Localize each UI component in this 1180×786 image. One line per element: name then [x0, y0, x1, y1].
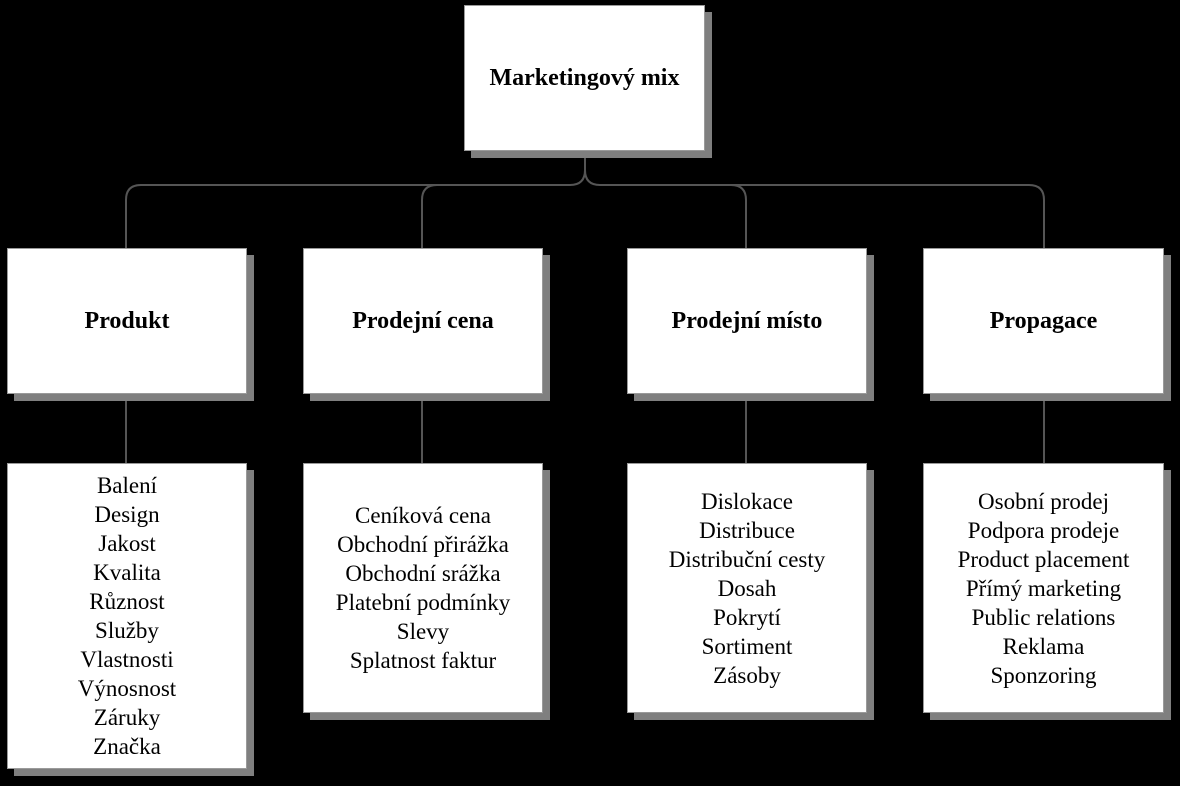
- list-item: Zásoby: [713, 662, 781, 688]
- list-item: Distribuční cesty: [668, 546, 826, 572]
- list-item: Sponzoring: [990, 662, 1097, 688]
- list-item: Balení: [96, 473, 158, 498]
- list-item: Jakost: [98, 531, 156, 556]
- category-label: Propagace: [989, 307, 1098, 334]
- list-item: Product placement: [957, 546, 1130, 572]
- item-list-prodejni-cena: Ceníková cena Obchodní přirážka Obchodní…: [303, 463, 543, 713]
- list-item: Slevy: [396, 619, 450, 644]
- item-list-produkt: Balení Design Jakost Kvalita Různost Slu…: [7, 463, 247, 769]
- root-label: Marketingový mix: [489, 64, 680, 91]
- connector-root-propagace: [731, 184, 1045, 248]
- category-label: Produkt: [84, 307, 170, 334]
- list-item: Vlastnosti: [80, 647, 174, 672]
- category-label: Prodejní cena: [352, 307, 494, 334]
- connector-root-prodejni-cena: [421, 184, 438, 248]
- list-item: Výnosnost: [77, 676, 177, 701]
- category-box-propagace: Propagace: [923, 248, 1164, 394]
- root-box: Marketingový mix: [464, 5, 705, 151]
- list-item: Osobní prodej: [978, 488, 1109, 514]
- list-item: Různost: [89, 589, 165, 614]
- list-item: Splatnost faktur: [349, 648, 497, 673]
- list-item: Distribuce: [699, 517, 795, 543]
- list-item: Obchodní srážka: [345, 561, 501, 586]
- list-item: Kvalita: [93, 560, 161, 585]
- item-list-prodejni-misto: Dislokace Distribuce Distribuční cesty D…: [627, 463, 867, 713]
- category-box-prodejni-cena: Prodejní cena: [303, 248, 543, 394]
- list-item: Dislokace: [701, 488, 793, 514]
- item-list-propagace: Osobní prodej Podpora prodeje Product pl…: [923, 463, 1164, 713]
- list-item: Design: [94, 502, 160, 527]
- list-item: Přímý marketing: [965, 575, 1122, 601]
- list-item: Záruky: [93, 705, 161, 730]
- category-box-prodejni-misto: Prodejní místo: [627, 248, 867, 394]
- list-item: Obchodní přirážka: [337, 532, 509, 557]
- list-item: Značka: [93, 734, 161, 759]
- category-box-produkt: Produkt: [7, 248, 247, 394]
- connector-root-produkt: [125, 150, 586, 248]
- list-item: Platební podmínky: [335, 590, 511, 615]
- category-label: Prodejní místo: [671, 307, 823, 334]
- list-item: Sortiment: [701, 633, 793, 659]
- connector-root-prodejni-misto: [584, 169, 747, 248]
- list-item: Podpora prodeje: [967, 517, 1120, 543]
- list-item: Pokrytí: [713, 604, 781, 630]
- list-item: Služby: [95, 618, 159, 643]
- list-item: Public relations: [971, 604, 1116, 630]
- list-item: Ceníková cena: [354, 503, 492, 528]
- list-item: Dosah: [717, 575, 777, 601]
- list-item: Reklama: [1002, 633, 1085, 659]
